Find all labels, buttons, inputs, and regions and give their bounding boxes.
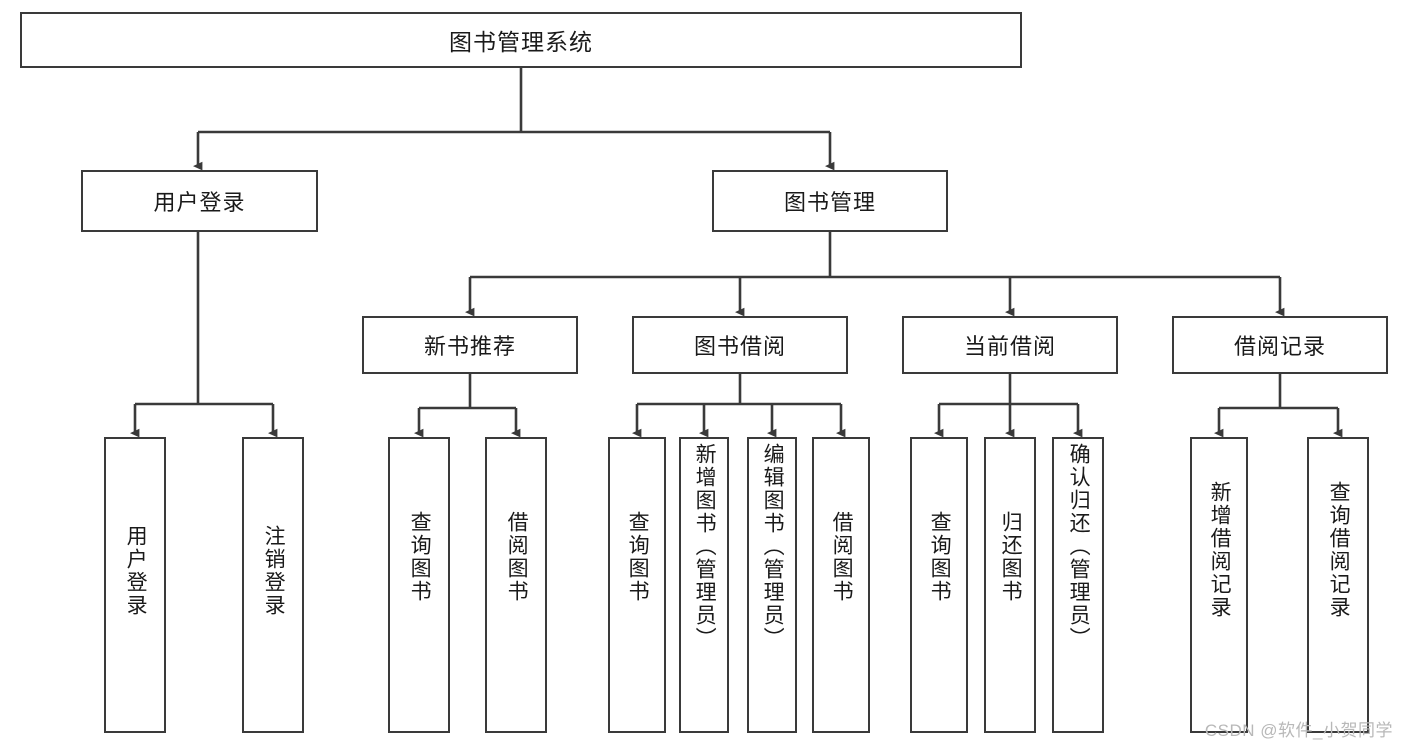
node-leaf-logout-label: 注销登录 (262, 525, 286, 617)
node-leaf-borrow-book-2[interactable]: 借阅图书 (812, 437, 870, 733)
node-leaf-user-login[interactable]: 用户登录 (104, 437, 166, 733)
node-borrow-record-label: 借阅记录 (1233, 334, 1326, 359)
node-book-manage-label: 图书管理 (783, 190, 876, 215)
node-leaf-borrow-book-2-label: 借阅图书 (830, 511, 854, 603)
node-leaf-add-book[interactable]: 新增图书（管理员） (679, 437, 729, 733)
node-book-borrow-label: 图书借阅 (693, 334, 786, 359)
node-borrow-record[interactable]: 借阅记录 (1172, 316, 1388, 374)
node-leaf-query-record[interactable]: 查询借阅记录 (1307, 437, 1369, 733)
node-leaf-add-record[interactable]: 新增借阅记录 (1190, 437, 1248, 733)
node-leaf-edit-book-label: 编辑图书（管理员） (761, 443, 785, 650)
csdn-watermark: CSDN @软件_小贺同学 (1204, 721, 1393, 740)
node-leaf-query-book-1-label: 查询图书 (408, 511, 432, 603)
node-leaf-query-book-3-label: 查询图书 (928, 511, 952, 603)
node-book-manage[interactable]: 图书管理 (712, 170, 948, 232)
node-root[interactable]: 图书管理系统 (20, 12, 1022, 68)
node-root-label: 图书管理系统 (449, 29, 593, 55)
node-leaf-add-book-label: 新增图书（管理员） (693, 443, 717, 650)
node-leaf-query-book-3[interactable]: 查询图书 (910, 437, 968, 733)
node-leaf-confirm-return[interactable]: 确认归还（管理员） (1052, 437, 1104, 733)
node-book-borrow[interactable]: 图书借阅 (632, 316, 848, 374)
node-current-borrow-label: 当前借阅 (963, 334, 1056, 359)
node-leaf-return-book-label: 归还图书 (999, 511, 1023, 603)
node-leaf-edit-book[interactable]: 编辑图书（管理员） (747, 437, 797, 733)
node-leaf-borrow-book-1[interactable]: 借阅图书 (485, 437, 547, 733)
node-leaf-borrow-book-1-label: 借阅图书 (505, 511, 529, 603)
node-leaf-query-book-1[interactable]: 查询图书 (388, 437, 450, 733)
node-new-book-recommend-label: 新书推荐 (423, 334, 516, 359)
node-leaf-query-record-label: 查询借阅记录 (1327, 481, 1351, 619)
node-current-borrow[interactable]: 当前借阅 (902, 316, 1118, 374)
node-leaf-confirm-return-label: 确认归还（管理员） (1067, 443, 1091, 650)
node-leaf-query-book-2[interactable]: 查询图书 (608, 437, 666, 733)
node-new-book-recommend[interactable]: 新书推荐 (362, 316, 578, 374)
node-user-login-label: 用户登录 (153, 190, 246, 215)
node-leaf-logout[interactable]: 注销登录 (242, 437, 304, 733)
node-leaf-query-book-2-label: 查询图书 (626, 511, 650, 603)
node-leaf-user-login-label: 用户登录 (124, 525, 148, 617)
node-leaf-return-book[interactable]: 归还图书 (984, 437, 1036, 733)
node-leaf-add-record-label: 新增借阅记录 (1208, 481, 1232, 619)
node-user-login[interactable]: 用户登录 (81, 170, 318, 232)
